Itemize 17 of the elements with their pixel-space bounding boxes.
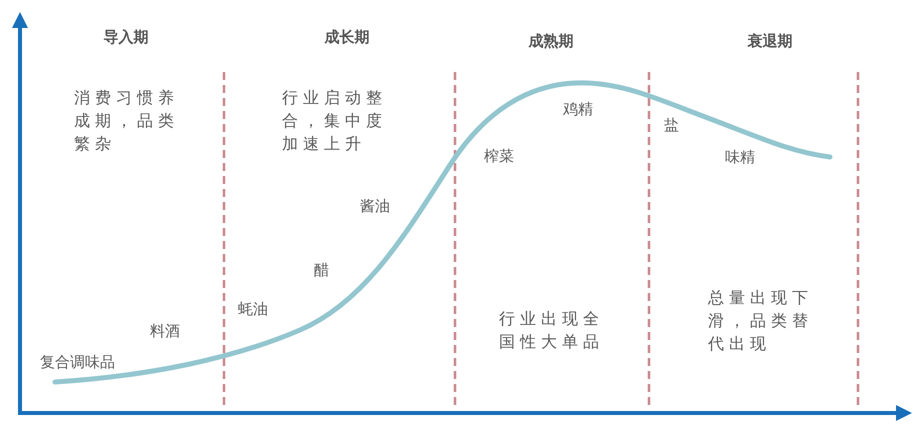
stage-heading: 成熟期 bbox=[527, 31, 574, 51]
product-label: 鸡精 bbox=[563, 99, 593, 119]
product-label: 酱油 bbox=[360, 196, 390, 216]
product-label: 榨菜 bbox=[484, 146, 514, 166]
product-label: 复合调味品 bbox=[40, 352, 115, 372]
product-label: 蚝油 bbox=[238, 299, 268, 319]
stage-description: 总量出现下滑，品类替代出现 bbox=[708, 287, 814, 355]
stage-heading: 衰退期 bbox=[746, 31, 794, 51]
product-label: 料酒 bbox=[150, 321, 180, 341]
stage-description: 行业启动整合，集中度加速上升 bbox=[282, 87, 388, 155]
stage-heading: 导入期 bbox=[102, 27, 150, 47]
stage-heading: 成长期 bbox=[323, 27, 370, 47]
product-label: 醋 bbox=[314, 260, 329, 280]
stage-description: 行业出现全国性大单品 bbox=[499, 308, 605, 353]
product-label: 味精 bbox=[725, 147, 755, 167]
product-label: 盐 bbox=[664, 115, 679, 135]
stage-description: 消费习惯养成期，品类繁杂 bbox=[74, 87, 180, 155]
